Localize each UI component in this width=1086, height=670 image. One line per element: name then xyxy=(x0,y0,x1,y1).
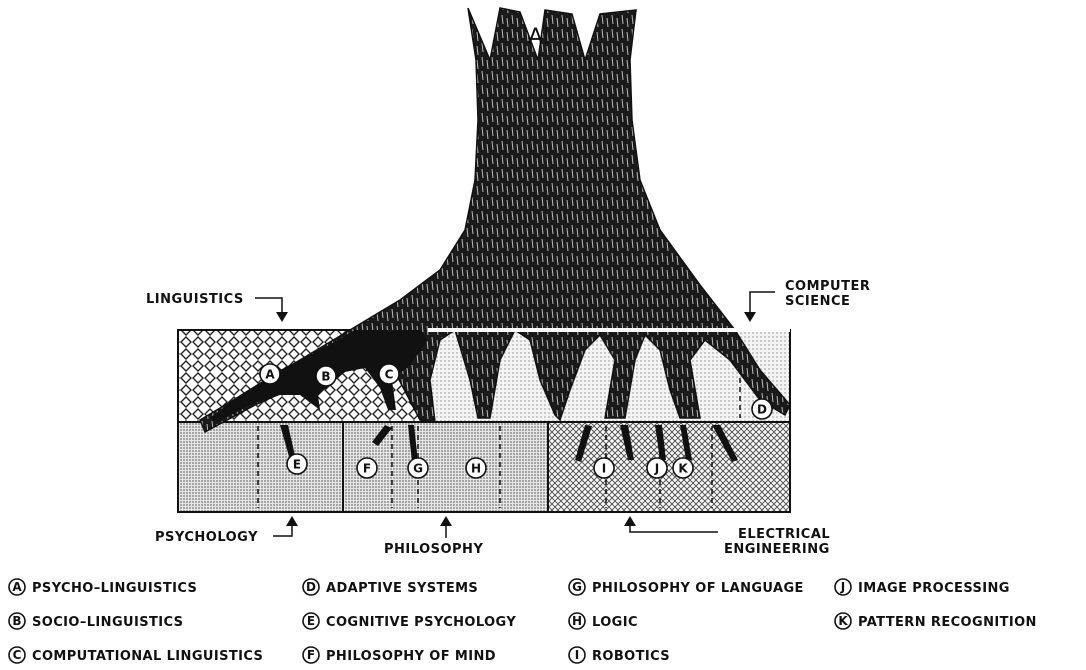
svg-text:A: A xyxy=(12,580,22,594)
svg-text:IMAGE PROCESSING: IMAGE PROCESSING xyxy=(858,581,1010,596)
computer-science-label-2: SCIENCE xyxy=(785,294,850,309)
root-marker-c: C xyxy=(379,364,399,384)
root-marker-i: I xyxy=(594,458,614,478)
root-marker-f: F xyxy=(357,458,377,478)
svg-text:B: B xyxy=(12,614,21,628)
svg-text:I: I xyxy=(575,648,579,662)
legend-item-i: I ROBOTICS xyxy=(569,647,670,664)
root-marker-e: E xyxy=(287,454,307,474)
root-marker-g: G xyxy=(408,458,428,478)
svg-text:G: G xyxy=(572,580,582,594)
legend-item-f: F PHILOSOPHY OF MIND xyxy=(303,647,496,664)
ai-label: AI xyxy=(528,25,550,50)
svg-text:H: H xyxy=(572,614,582,628)
svg-text:PHILOSOPHY OF MIND: PHILOSOPHY OF MIND xyxy=(326,649,496,664)
svg-text:J: J xyxy=(840,580,845,594)
svg-text:B: B xyxy=(321,370,330,384)
psychology-box xyxy=(178,422,343,512)
root-marker-h: H xyxy=(466,458,486,478)
legend-item-k: K PATTERN RECOGNITION xyxy=(835,613,1037,630)
svg-text:A: A xyxy=(265,368,275,382)
svg-text:E: E xyxy=(307,614,315,628)
svg-text:LOGIC: LOGIC xyxy=(592,615,638,630)
electrical-engineering-arrow xyxy=(630,522,718,532)
root-marker-b: B xyxy=(316,366,336,386)
svg-text:ROBOTICS: ROBOTICS xyxy=(592,649,670,664)
svg-text:E: E xyxy=(293,458,301,472)
svg-text:D: D xyxy=(306,580,316,594)
legend-item-e: E COGNITIVE PSYCHOLOGY xyxy=(303,613,516,630)
svg-text:PSYCHO–LINGUISTICS: PSYCHO–LINGUISTICS xyxy=(32,581,197,596)
philosophy-label: PHILOSOPHY xyxy=(384,542,483,557)
svg-text:COGNITIVE PSYCHOLOGY: COGNITIVE PSYCHOLOGY xyxy=(326,615,516,630)
root-marker-a: A xyxy=(260,364,280,384)
svg-text:F: F xyxy=(307,648,315,662)
root-marker-d: D xyxy=(752,399,772,419)
root-marker-k: K xyxy=(673,458,693,478)
legend: A PSYCHO–LINGUISTICS B SOCIO–LINGUISTICS C CO… xyxy=(9,579,1037,664)
svg-text:SOCIO–LINGUISTICS: SOCIO–LINGUISTICS xyxy=(32,615,183,630)
electrical-engineering-label-1: ELECTRICAL xyxy=(738,527,830,542)
svg-text:J: J xyxy=(654,462,659,476)
root-marker-j: J xyxy=(647,458,667,478)
linguistics-arrowhead xyxy=(276,312,288,322)
psychology-label: PSYCHOLOGY xyxy=(155,530,258,545)
linguistics-label: LINGUISTICS xyxy=(146,292,244,307)
legend-item-b: B SOCIO–LINGUISTICS xyxy=(9,613,183,630)
legend-item-d: D ADAPTIVE SYSTEMS xyxy=(303,579,478,596)
svg-text:F: F xyxy=(363,462,371,476)
computer-science-arrowhead xyxy=(744,312,756,322)
svg-text:C: C xyxy=(13,648,22,662)
svg-text:COMPUTATIONAL LINGUISTICS: COMPUTATIONAL LINGUISTICS xyxy=(32,649,263,664)
psychology-arrowhead xyxy=(286,516,298,526)
legend-item-h: H LOGIC xyxy=(569,613,638,630)
svg-text:G: G xyxy=(413,462,423,476)
svg-text:K: K xyxy=(838,614,848,628)
svg-text:PATTERN RECOGNITION: PATTERN RECOGNITION xyxy=(858,615,1037,630)
svg-text:PHILOSOPHY OF LANGUAGE: PHILOSOPHY OF LANGUAGE xyxy=(592,581,804,596)
legend-item-g: G PHILOSOPHY OF LANGUAGE xyxy=(569,579,804,596)
svg-text:ADAPTIVE SYSTEMS: ADAPTIVE SYSTEMS xyxy=(326,581,478,596)
electrical-engineering-arrowhead xyxy=(624,516,636,526)
legend-item-c: C COMPUTATIONAL LINGUISTICS xyxy=(9,647,263,664)
svg-text:K: K xyxy=(678,462,688,476)
legend-item-j: J IMAGE PROCESSING xyxy=(835,579,1010,596)
legend-item-a: A PSYCHO–LINGUISTICS xyxy=(9,579,197,596)
computer-science-label-1: COMPUTER xyxy=(785,279,870,294)
philosophy-arrowhead xyxy=(440,516,452,526)
svg-text:I: I xyxy=(602,462,606,476)
svg-text:H: H xyxy=(471,462,481,476)
svg-text:C: C xyxy=(385,368,394,382)
electrical-engineering-label-2: ENGINEERING xyxy=(724,542,830,557)
svg-text:D: D xyxy=(757,403,767,417)
